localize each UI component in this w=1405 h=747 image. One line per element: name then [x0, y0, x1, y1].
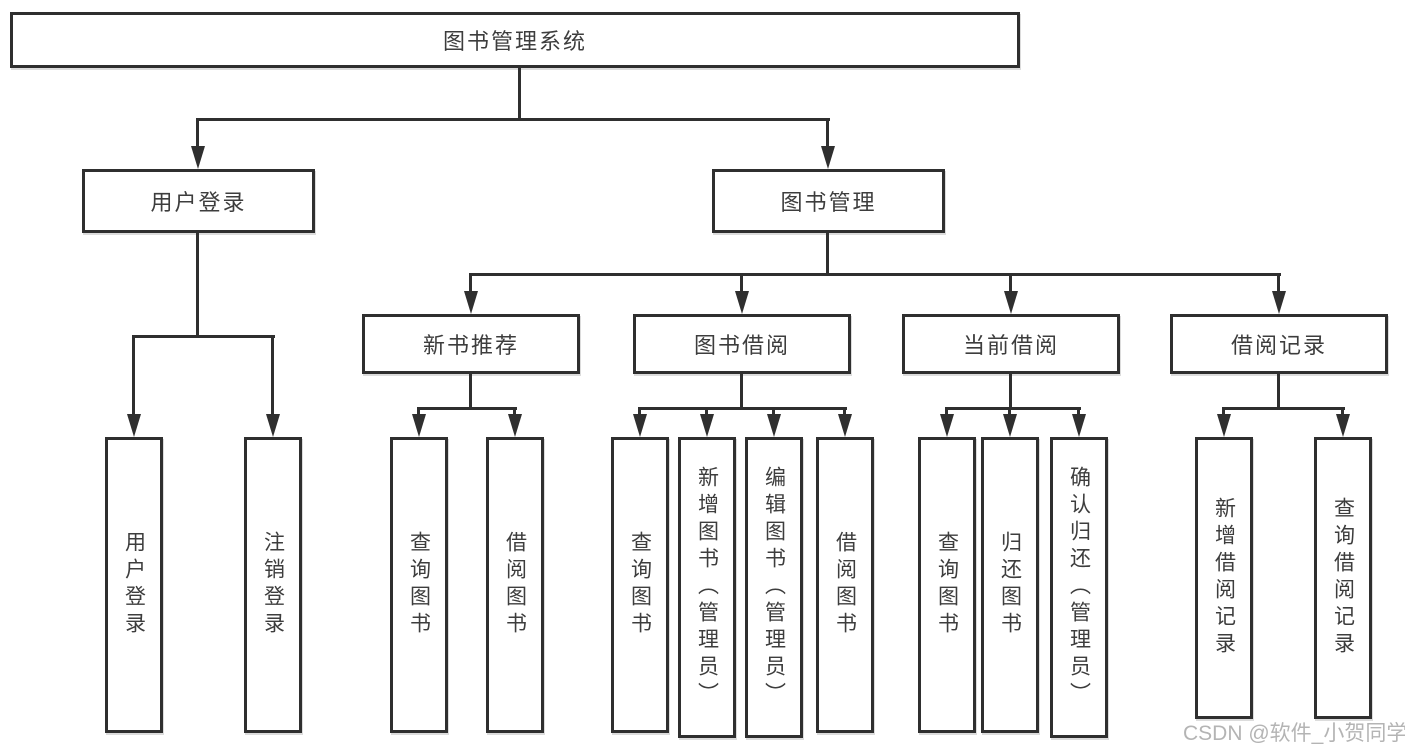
connector-line — [132, 335, 135, 416]
node-label: 新增借阅记录 — [1212, 497, 1236, 659]
connector-line — [1222, 407, 1225, 416]
node-bb-query-book: 查询图书 — [611, 437, 669, 733]
connector-line — [132, 335, 275, 338]
connector-line — [196, 233, 199, 335]
arrowhead-down-icon — [1072, 414, 1086, 437]
node-new-book-recommendation: 新书推荐 — [362, 314, 580, 374]
node-cb-query-book: 查询图书 — [918, 437, 976, 733]
node-br-query-borrow-record: 查询借阅记录 — [1314, 437, 1372, 719]
connector-line — [1009, 374, 1012, 407]
connector-line — [196, 118, 199, 148]
connector-line — [513, 407, 516, 416]
connector-line — [469, 273, 472, 292]
connector-line — [826, 233, 829, 273]
node-label: 确认归还（管理员） — [1067, 466, 1091, 709]
node-user-login-module: 用户登录 — [82, 169, 315, 233]
node-book-management-module: 图书管理 — [712, 169, 945, 233]
connector-line — [638, 407, 847, 410]
arrowhead-down-icon — [1004, 291, 1018, 314]
connector-line — [271, 335, 274, 416]
arrowhead-down-icon — [1272, 291, 1286, 314]
connector-line — [1077, 407, 1080, 416]
node-label: 编辑图书（管理员） — [762, 466, 786, 709]
node-label: 借阅图书 — [833, 531, 857, 639]
arrowhead-down-icon — [633, 414, 647, 437]
connector-line — [469, 273, 1281, 276]
connector-line — [196, 118, 830, 121]
node-label: 新书推荐 — [422, 333, 519, 358]
node-nbr-borrow-book: 借阅图书 — [486, 437, 544, 733]
arrowhead-down-icon — [940, 414, 954, 437]
node-label: 图书借阅 — [693, 333, 790, 358]
node-nbr-query-book: 查询图书 — [390, 437, 448, 733]
node-bb-borrow-book: 借阅图书 — [816, 437, 874, 733]
connector-line — [772, 407, 775, 416]
node-label: 注销登录 — [261, 531, 285, 639]
node-library-management-system: 图书管理系统 — [10, 12, 1020, 68]
connector-line — [826, 118, 829, 148]
connector-line — [1277, 273, 1280, 292]
connector-line — [417, 407, 420, 416]
arrowhead-down-icon — [412, 414, 426, 437]
node-label: 借阅图书 — [503, 531, 527, 639]
connector-line — [638, 407, 641, 416]
node-label: 图书管理 — [780, 190, 877, 215]
node-label: 查询借阅记录 — [1331, 497, 1355, 659]
connector-line — [843, 407, 846, 416]
connector-line — [945, 407, 948, 416]
connector-line — [1222, 407, 1345, 410]
connector-line — [740, 374, 743, 407]
node-label: 用户登录 — [122, 531, 146, 639]
arrowhead-down-icon — [266, 414, 280, 437]
arrowhead-down-icon — [1217, 414, 1231, 437]
node-leaf-logout: 注销登录 — [244, 437, 302, 733]
node-bb-edit-book-admin: 编辑图书（管理员） — [745, 437, 803, 738]
arrowhead-down-icon — [1003, 414, 1017, 437]
connector-line — [705, 407, 708, 416]
connector-line — [1277, 374, 1280, 407]
arrowhead-down-icon — [700, 414, 714, 437]
node-label: 查询图书 — [628, 531, 652, 639]
node-label: 借阅记录 — [1230, 333, 1327, 358]
connector-line — [740, 273, 743, 292]
node-current-borrowing: 当前借阅 — [902, 314, 1120, 374]
node-borrowing-records: 借阅记录 — [1170, 314, 1388, 374]
node-cb-return-book: 归还图书 — [981, 437, 1039, 733]
arrowhead-down-icon — [508, 414, 522, 437]
connector-line — [518, 68, 521, 118]
arrowhead-down-icon — [127, 414, 141, 437]
arrowhead-down-icon — [191, 146, 205, 169]
node-label: 查询图书 — [935, 531, 959, 639]
node-label: 图书管理系统 — [442, 29, 587, 54]
arrowhead-down-icon — [464, 291, 478, 314]
arrowhead-down-icon — [1336, 414, 1350, 437]
node-label: 查询图书 — [407, 531, 431, 639]
arrowhead-down-icon — [767, 414, 781, 437]
connector-line — [1341, 407, 1344, 416]
connector-line — [1009, 273, 1012, 292]
connector-line — [417, 407, 517, 410]
node-label: 新增图书（管理员） — [695, 466, 719, 709]
arrowhead-down-icon — [838, 414, 852, 437]
arrowhead-down-icon — [821, 146, 835, 169]
node-label: 用户登录 — [150, 190, 247, 215]
node-bb-add-book-admin: 新增图书（管理员） — [678, 437, 736, 738]
node-label: 归还图书 — [998, 531, 1022, 639]
connector-line — [1008, 407, 1011, 416]
connector-line — [945, 407, 1081, 410]
node-cb-confirm-return-admin: 确认归还（管理员） — [1050, 437, 1108, 738]
node-br-add-borrow-record: 新增借阅记录 — [1195, 437, 1253, 719]
node-label: 当前借阅 — [962, 333, 1059, 358]
connector-line — [469, 374, 472, 407]
arrowhead-down-icon — [735, 291, 749, 314]
node-book-borrowing: 图书借阅 — [633, 314, 851, 374]
watermark: CSDN @软件_小贺同学 — [1183, 722, 1405, 745]
node-leaf-user-login: 用户登录 — [105, 437, 163, 733]
